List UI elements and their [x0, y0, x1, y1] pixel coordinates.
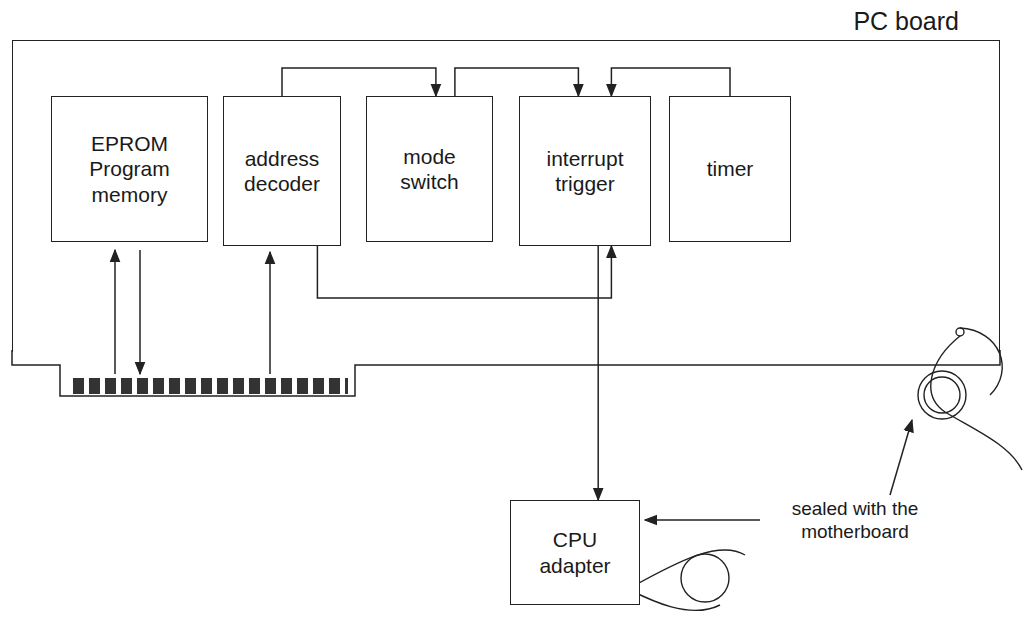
signal-connector	[597, 246, 599, 500]
signal-connector	[282, 68, 436, 96]
signal-connector	[455, 68, 579, 96]
box-label: interrupt trigger	[526, 146, 644, 196]
component-box: CPU adapter	[510, 500, 640, 605]
component-box: EPROM Program memory	[51, 96, 208, 242]
signal-connector	[317, 246, 611, 298]
card-outline	[12, 350, 1000, 396]
box-label: CPU adapter	[517, 527, 633, 577]
box-label: mode switch	[373, 144, 486, 194]
component-box: mode switch	[366, 96, 493, 242]
box-label: address decoder	[230, 146, 334, 196]
bus-arrows	[115, 250, 270, 374]
component-box: address decoder	[223, 96, 341, 246]
pc-board: PC boardEPROM Program memoryaddress deco…	[12, 40, 1000, 352]
signal-connector	[611, 68, 730, 96]
edge-connector	[72, 378, 348, 394]
box-label: EPROM Program memory	[58, 131, 201, 207]
board-title: PC board	[853, 7, 959, 36]
seal-wire	[622, 328, 1022, 610]
box-label: timer	[707, 156, 754, 181]
component-box: interrupt trigger	[519, 96, 651, 246]
note-label: sealed with the motherboard	[765, 498, 945, 544]
component-box: timer	[669, 96, 791, 242]
